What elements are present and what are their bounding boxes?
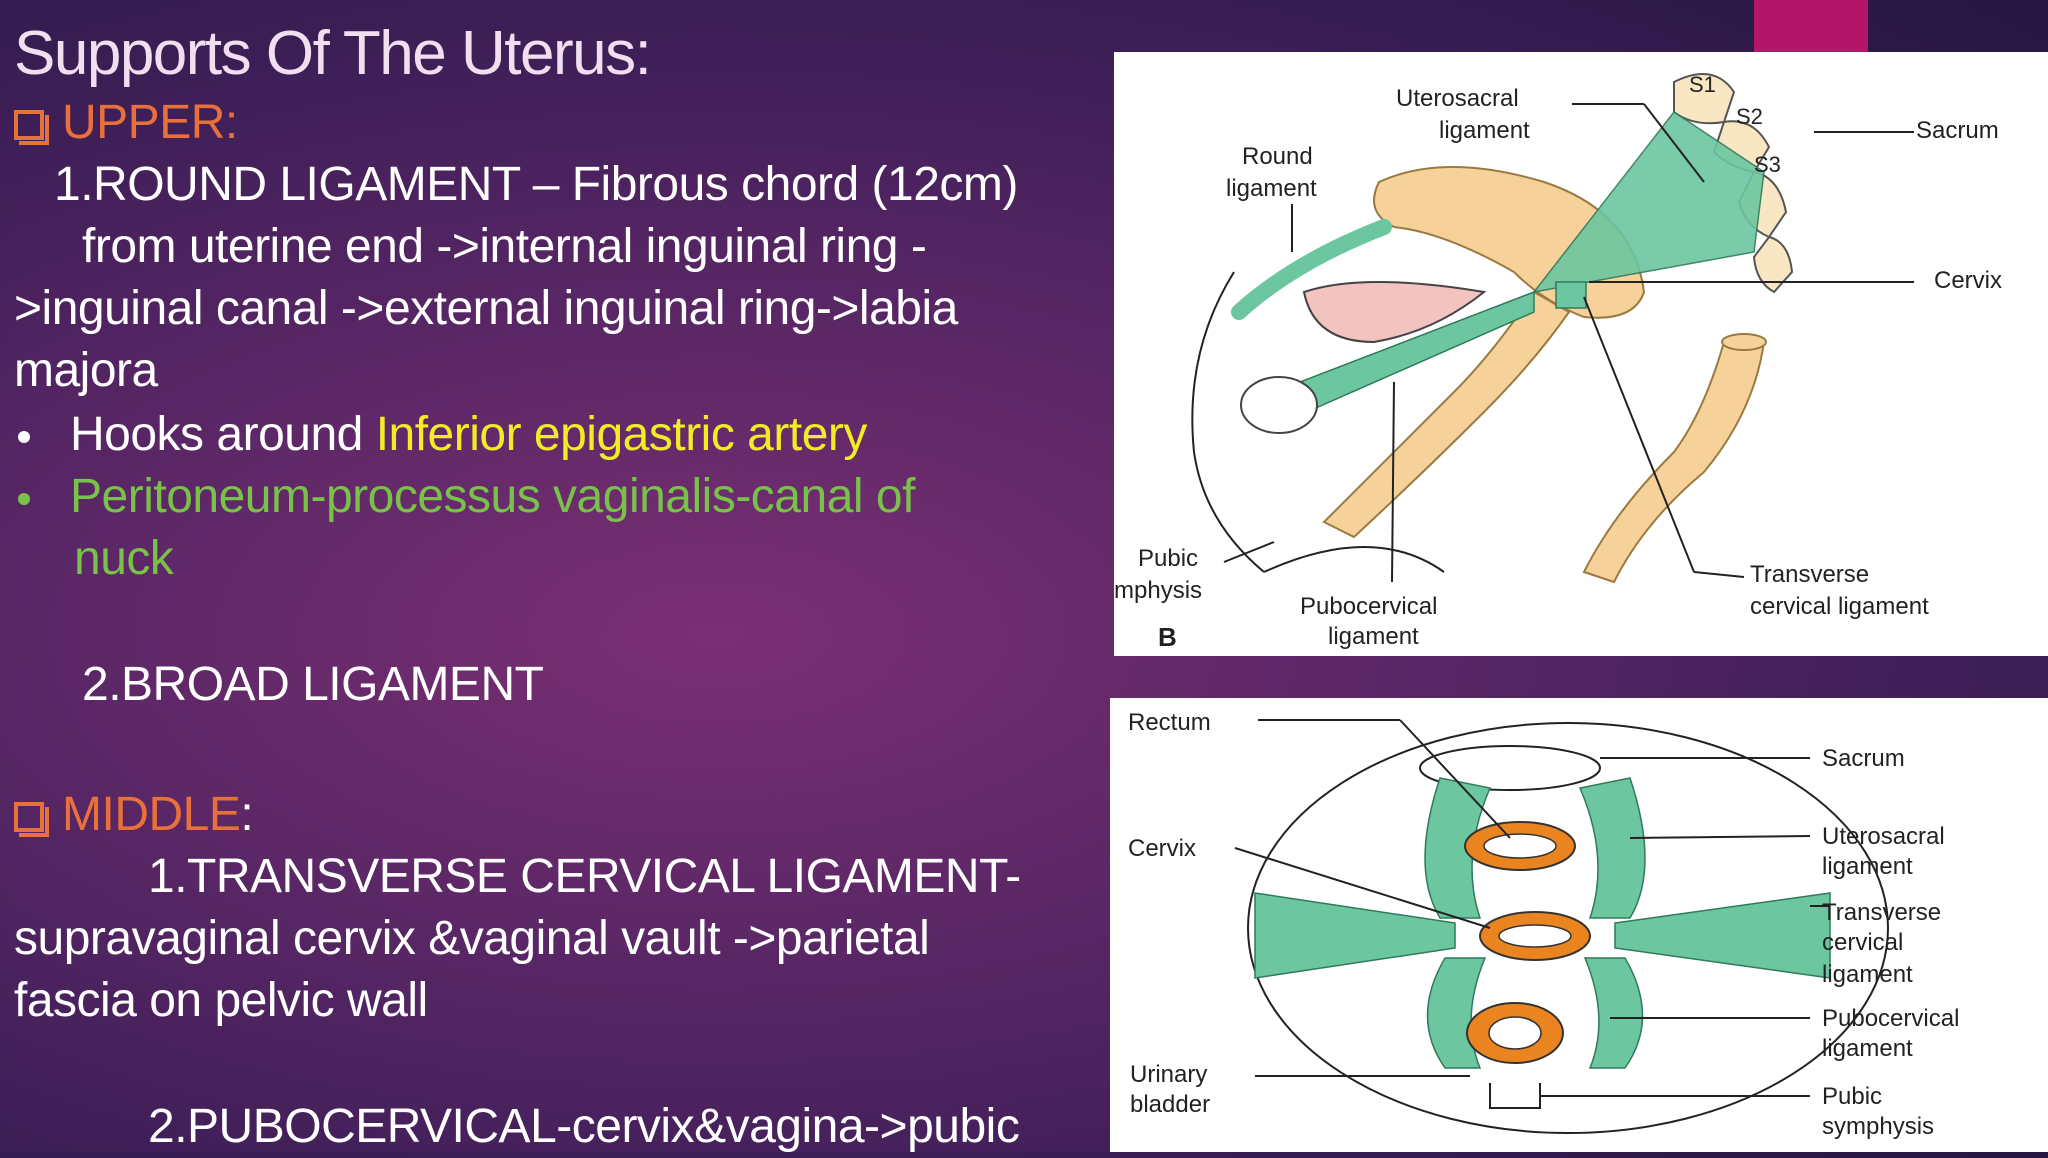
axial-diagram-svg: Rectum Sacrum Cervix Uterosacral ligamen…	[1128, 709, 1959, 1140]
label-s1: S1	[1689, 72, 1716, 97]
vagina-shape	[1322, 290, 1571, 539]
leader-line	[1223, 541, 1275, 563]
round-ligament-line-2: from uterine end ->internal inguinal rin…	[82, 220, 927, 273]
label-sacrum: Sacrum	[1822, 745, 1905, 772]
label-pubic-2: mphysis	[1114, 577, 1202, 604]
pubic-symphysis-shape	[1489, 1083, 1541, 1109]
transverse-right	[1614, 892, 1831, 979]
round-ligament-line-4: majora	[14, 344, 158, 397]
label-pubic-2: symphysis	[1822, 1113, 1934, 1140]
checkbox-bullet-icon	[14, 110, 49, 145]
slide-title: Supports Of The Uterus:	[14, 19, 652, 88]
leader-line	[1643, 103, 1705, 183]
floor-outline	[1263, 546, 1445, 573]
bladder-lumen	[1488, 1016, 1542, 1050]
rectum-opening	[1721, 333, 1767, 351]
bullet1-prefix: Hooks around	[70, 408, 376, 461]
cervix-marker	[1555, 281, 1587, 309]
bullet1-highlight: Inferior epigastric artery	[375, 408, 868, 461]
bullet-icon	[18, 431, 30, 444]
bullet2-line-1: Peritoneum-processus vaginalis-canal of	[70, 470, 915, 523]
transverse-left	[1254, 892, 1456, 979]
label-uterosacral-1: Uterosacral	[1822, 823, 1945, 850]
label-round-1: Round	[1242, 143, 1313, 170]
sacrum-shape	[1419, 745, 1601, 791]
sacrum-lower	[1752, 235, 1794, 294]
leader-line	[1234, 847, 1491, 929]
label-uterosacral-2: ligament	[1822, 853, 1913, 880]
round-ligament-line-1: 1.ROUND LIGAMENT – Fibrous chord (12cm)	[54, 158, 1018, 211]
transverse-line-2: supravaginal cervix &vaginal vault ->par…	[14, 912, 930, 965]
leader-line	[1399, 719, 1511, 839]
bladder-shape	[1302, 281, 1487, 344]
label-transverse-3: ligament	[1822, 961, 1913, 988]
pubic-symphysis-shape	[1240, 376, 1318, 434]
leader-line	[1583, 296, 1695, 573]
upper-heading: UPPER:	[62, 96, 238, 149]
label-rectum: Rectum	[1128, 709, 1211, 736]
rectum-lumen	[1483, 833, 1557, 859]
label-transverse-1: Transverse	[1750, 561, 1869, 588]
label-transverse-1: Transverse	[1822, 899, 1941, 926]
label-cervix: Cervix	[1128, 835, 1196, 862]
label-pubic-1: Pubic	[1138, 545, 1198, 572]
round-ligament-shape	[1231, 219, 1392, 320]
pubocervical-line: 2.PUBOCERVICAL-cervix&vagina->pubic	[148, 1100, 1020, 1153]
bullet-inferior-epigastric: Hooks around Inferior epigastric artery	[18, 404, 867, 466]
label-uterosacral-1: Uterosacral	[1396, 85, 1519, 112]
sagittal-diagram-svg: S1 S2 S3 Sacrum Uterosacral ligament Rou…	[1114, 72, 2002, 652]
transverse-line-3: fascia on pelvic wall	[14, 974, 428, 1027]
leader-line	[1693, 571, 1745, 578]
label-pubocervical-1: Pubocervical	[1300, 593, 1437, 620]
rectum-shape	[1582, 341, 1766, 584]
checkbox-bullet-icon	[14, 802, 49, 837]
transverse-line-1: 1.TRANSVERSE CERVICAL LIGAMENT-	[148, 850, 1021, 903]
bullet2-line-2: nuck	[74, 532, 174, 585]
label-pubocervical-2: ligament	[1328, 623, 1419, 650]
label-uterosacral-2: ligament	[1439, 117, 1530, 144]
accent-bar	[1754, 0, 1868, 52]
middle-heading: MIDDLE	[62, 788, 241, 841]
label-pubocervical-2: ligament	[1822, 1035, 1913, 1062]
axial-diagram: Rectum Sacrum Cervix Uterosacral ligamen…	[1110, 698, 2048, 1152]
pelvic-outline	[1247, 722, 1889, 1134]
sagittal-diagram: S1 S2 S3 Sacrum Uterosacral ligament Rou…	[1114, 52, 2048, 656]
round-ligament-line-3: >inguinal canal ->external inguinal ring…	[14, 282, 958, 335]
bullet-icon	[18, 493, 30, 506]
middle-colon: :	[240, 788, 254, 841]
label-urinary-1: Urinary	[1130, 1061, 1207, 1088]
upper-heading-row: UPPER:	[14, 92, 238, 154]
pelvic-wall-outline	[1191, 271, 1265, 573]
label-cervix: Cervix	[1934, 267, 2002, 294]
label-s2: S2	[1736, 104, 1763, 129]
label-pubic-1: Pubic	[1822, 1083, 1882, 1110]
label-sacrum: Sacrum	[1916, 117, 1999, 144]
middle-heading-row: MIDDLE:	[14, 784, 254, 846]
cervix-lumen	[1498, 924, 1572, 948]
leader-line	[1629, 835, 1811, 839]
label-panel-letter: B	[1158, 622, 1177, 652]
uterosacral-ligament-shape	[1532, 110, 1765, 294]
label-transverse-2: cervical	[1822, 929, 1903, 956]
bullet-peritoneum: Peritoneum-processus vaginalis-canal of	[18, 466, 915, 528]
broad-ligament: 2.BROAD LIGAMENT	[82, 658, 544, 711]
label-urinary-2: bladder	[1130, 1091, 1210, 1118]
label-s3: S3	[1754, 152, 1781, 177]
leader-line	[1391, 381, 1395, 583]
label-round-2: ligament	[1226, 175, 1317, 202]
label-pubocervical-1: Pubocervical	[1822, 1005, 1959, 1032]
pubocervical-right	[1583, 957, 1644, 1069]
label-transverse-2: cervical ligament	[1750, 593, 1929, 620]
uterosacral-right	[1578, 777, 1646, 919]
